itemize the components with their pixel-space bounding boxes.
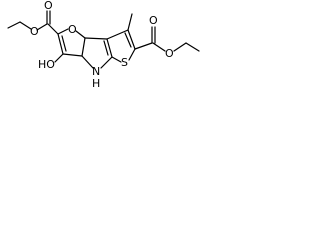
bond-left-ester-o-c (36, 23, 48, 31)
atom-nitrogen: N (92, 65, 100, 78)
atom-nh-hydrogen: H (92, 77, 100, 90)
chemical-structure-diagram: O O O HO N H S O O (7, 0, 200, 90)
atom-sulfur: S (121, 56, 128, 69)
atom-hydroxy: HO (38, 58, 55, 71)
bond-furan-c2-o (57, 28, 69, 35)
bond-furan-c3a-c3 (62, 53, 83, 57)
bond-left-ethyl-2 (19, 21, 32, 30)
bond-c3-hydroxy (54, 53, 64, 63)
bond-furan-c3-c2 (57, 33, 64, 55)
bond-pyrrole-c-c7a (84, 37, 108, 40)
bond-right-ester-to-ring (134, 42, 153, 50)
bond-methyl (127, 13, 133, 31)
bond-furan-c3-c2-double (61, 35, 67, 52)
bond-left-ethyl-1 (7, 21, 21, 29)
atom-ring-oxygen: O (68, 23, 77, 36)
bond-thiophene-c-c-double (124, 32, 132, 48)
atom-right-ether-oxygen: O (165, 47, 174, 60)
bond-right-ester-c-o (152, 42, 166, 52)
bond-pyrrole-c-c-double (103, 40, 109, 56)
atom-right-carbonyl-oxygen: O (149, 14, 158, 27)
bond-thiophene-c-s (111, 56, 122, 63)
bonds (7, 10, 200, 69)
bond-thiophene-c-c-top (106, 29, 129, 40)
bond-thiophene-s-c (128, 48, 136, 61)
bond-right-ethyl-2 (185, 42, 200, 52)
bond-furan-o-c7a (75, 30, 86, 39)
atom-left-ether-oxygen: O (30, 25, 39, 38)
atom-labels: O O O HO N H S O O (30, 0, 174, 90)
bond-thiophene-c-c (127, 29, 136, 50)
atom-left-carbonyl-oxygen: O (44, 0, 53, 12)
bond-pyrrole-c3a-n (81, 55, 94, 69)
bond-left-ester-to-ring (47, 23, 59, 35)
bond-furan-c7a-c3a (81, 37, 86, 57)
bond-right-ethyl-1 (173, 42, 187, 52)
bond-pyrrole-c-c (106, 38, 113, 58)
bond-pyrrole-n-c (100, 56, 113, 69)
